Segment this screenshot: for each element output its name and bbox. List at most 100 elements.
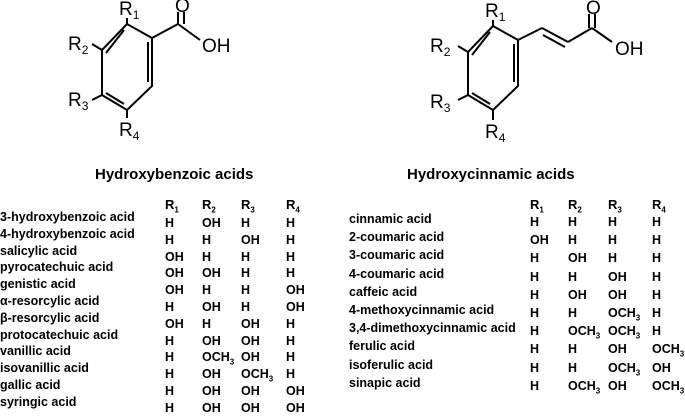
r3-label: R3 bbox=[68, 90, 89, 113]
r2-bond bbox=[457, 45, 469, 53]
compound-name: caffeic acid bbox=[349, 284, 418, 299]
substituent-r4: H bbox=[286, 367, 296, 382]
carboxyl-bond bbox=[151, 23, 179, 39]
hydroxycinnamic-title: Hydroxycinnamic acids bbox=[407, 166, 575, 183]
substituent-r3: OH bbox=[241, 400, 260, 415]
substituent-r1: H bbox=[530, 215, 540, 229]
compound-name: 4-methoxycinnamic acid bbox=[349, 303, 495, 317]
substituent-r1: H bbox=[165, 300, 175, 314]
compound-name: 4-coumaric acid bbox=[349, 266, 445, 281]
compound-name: 3,4-dimethoxycinnamic acid bbox=[349, 321, 516, 336]
substituent-r4: OH bbox=[652, 360, 671, 375]
substituent-r1: H bbox=[165, 216, 175, 230]
column-header-r2: R2 bbox=[568, 197, 582, 215]
substituent-r2: H bbox=[568, 360, 578, 375]
substituent-r4: H bbox=[652, 215, 662, 229]
compound-name: isovanillic acid bbox=[0, 361, 89, 376]
substituent-r3: H bbox=[241, 249, 251, 264]
hydroxybenzoic-title: Hydroxybenzoic acids bbox=[95, 166, 254, 183]
compound-name: 4-hydroxybenzoic acid bbox=[0, 226, 135, 241]
substituent-r2: H bbox=[568, 342, 578, 357]
column-header-r2: R2 bbox=[202, 197, 216, 215]
substituent-r2: OH bbox=[568, 287, 587, 302]
r2-bond bbox=[91, 43, 103, 51]
benzene-ring bbox=[457, 14, 613, 120]
substituent-r2: OH bbox=[202, 400, 221, 415]
r3-bond bbox=[91, 94, 103, 101]
hydroxyl-label: OH bbox=[615, 39, 644, 60]
substituent-r3: OH bbox=[241, 384, 260, 398]
substituent-r3: OH bbox=[608, 342, 627, 357]
substituent-r1: H bbox=[530, 324, 540, 339]
substituent-r1: OH bbox=[165, 316, 184, 331]
substituent-r2: H bbox=[202, 316, 212, 331]
column-header-r1: R1 bbox=[530, 197, 544, 215]
carbonyl-oxygen-label: O bbox=[586, 0, 601, 19]
substituent-r4: OCH3 bbox=[652, 378, 685, 396]
r2-label: R2 bbox=[68, 34, 89, 57]
substituent-r1: H bbox=[530, 251, 540, 266]
substituent-r4: OH bbox=[286, 283, 305, 298]
substituent-r3: OH bbox=[241, 333, 260, 348]
compound-name: genistic acid bbox=[0, 277, 76, 292]
substituent-r2: H bbox=[202, 249, 212, 264]
substituent-r3: OCH3 bbox=[608, 324, 641, 341]
substituent-r4: H bbox=[652, 287, 662, 302]
substituent-r4: H bbox=[652, 251, 662, 266]
column-header-r3: R3 bbox=[608, 197, 622, 215]
substituent-r1: H bbox=[530, 269, 540, 284]
substituent-r2: OH bbox=[202, 266, 221, 281]
compound-name: salicylic acid bbox=[0, 243, 78, 258]
column-header-r4: R4 bbox=[286, 197, 300, 215]
substituent-r2: OCH3 bbox=[568, 324, 601, 341]
substituent-r3: OH bbox=[241, 350, 260, 365]
substituent-r3: OH bbox=[608, 378, 627, 393]
substituent-r3: H bbox=[241, 216, 251, 230]
substituent-r4: H bbox=[286, 232, 296, 247]
substituent-r1: H bbox=[165, 400, 175, 415]
column-header-r4: R4 bbox=[652, 197, 666, 215]
substituent-r1: H bbox=[530, 360, 540, 375]
carbonyl-oxygen-label: O bbox=[175, 0, 190, 17]
column-header-r3: R3 bbox=[241, 197, 255, 215]
substituent-r2: OH bbox=[202, 216, 221, 230]
substituent-r2: H bbox=[202, 232, 212, 247]
substituent-r4: OH bbox=[286, 300, 305, 314]
r1-label: R1 bbox=[485, 1, 506, 24]
substituent-r1: H bbox=[165, 367, 175, 382]
substituent-r1: H bbox=[165, 350, 175, 365]
substituent-r4: OH bbox=[286, 384, 305, 398]
r2-label: R2 bbox=[430, 36, 451, 59]
substituent-r4: H bbox=[652, 269, 662, 284]
substituent-r4: OCH3 bbox=[652, 342, 685, 359]
substituent-r2: OCH3 bbox=[568, 378, 601, 396]
substituent-r2: OCH3 bbox=[202, 350, 235, 367]
compound-name: cinnamic acid bbox=[349, 212, 432, 226]
substituent-r3: H bbox=[241, 266, 251, 281]
substituent-r4: H bbox=[652, 233, 662, 248]
substituent-r1: H bbox=[165, 232, 175, 247]
substituent-r2: H bbox=[568, 306, 578, 320]
substituent-r1: OH bbox=[165, 283, 184, 298]
column-header-r1: R1 bbox=[165, 197, 179, 215]
substituent-r1: OH bbox=[165, 249, 184, 264]
substituent-r2: OH bbox=[202, 300, 221, 314]
substituent-r3: OCH3 bbox=[608, 360, 641, 378]
carboxyl-bond bbox=[567, 27, 593, 43]
hydroxycinnamic-acid-structure: R1 R2 R3 R4 O OH bbox=[430, 0, 644, 145]
substituent-r2: H bbox=[202, 283, 212, 298]
compound-name: pyrocatechuic acid bbox=[0, 260, 114, 275]
substituent-r3: OH bbox=[608, 287, 627, 302]
substituent-r4: H bbox=[286, 350, 296, 365]
substituent-r3: OH bbox=[608, 269, 627, 284]
substituent-r1: H bbox=[165, 384, 175, 398]
compound-name: protocatechuic acid bbox=[0, 327, 119, 342]
compound-name: α-resorcylic acid bbox=[0, 294, 100, 308]
r1-label: R1 bbox=[119, 0, 140, 22]
substituent-r3: OH bbox=[241, 316, 260, 331]
compound-name: sinapic acid bbox=[349, 375, 421, 390]
substituent-r1: H bbox=[530, 287, 540, 302]
substituent-r4: H bbox=[286, 333, 296, 348]
substituent-r1: H bbox=[530, 306, 540, 320]
substituent-r1: H bbox=[530, 378, 540, 393]
